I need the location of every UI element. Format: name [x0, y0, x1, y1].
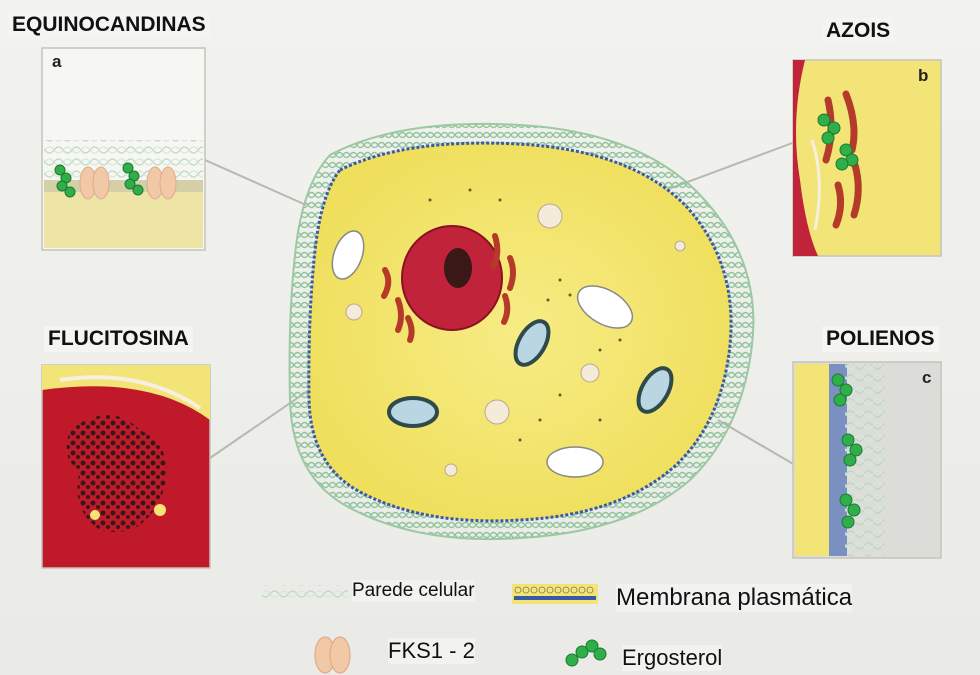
panel-c-polienos [793, 362, 941, 558]
ergosterol-swatch [566, 640, 606, 666]
panel-d-flucitosina [42, 365, 210, 568]
fks-swatch [315, 637, 350, 673]
panel-a-equinocandinas [42, 48, 205, 250]
panel-letter-c: c [922, 368, 931, 388]
azois-label: AZOIS [822, 18, 894, 44]
fungal-cell [290, 124, 754, 539]
equinocandinas-label: EQUINOCANDINAS [8, 12, 210, 38]
legend-plasma-membrane: Membrana plasmática [616, 584, 852, 612]
plasma-membrane [309, 143, 731, 521]
legend-ergosterol: Ergosterol [622, 645, 722, 671]
nucleolus [444, 248, 472, 288]
panel-b-azois [793, 60, 941, 256]
cell-wall-swatch [262, 585, 348, 599]
membrane-swatch [512, 584, 598, 604]
panel-letter-a: a [52, 52, 61, 72]
panel-letter-b: b [918, 66, 928, 86]
flucitosina-label: FLUCITOSINA [44, 326, 193, 352]
legend-cell-wall: Parede celular [352, 580, 475, 602]
polienos-label: POLIENOS [822, 326, 939, 352]
legend-fks: FKS1 - 2 [388, 638, 475, 664]
